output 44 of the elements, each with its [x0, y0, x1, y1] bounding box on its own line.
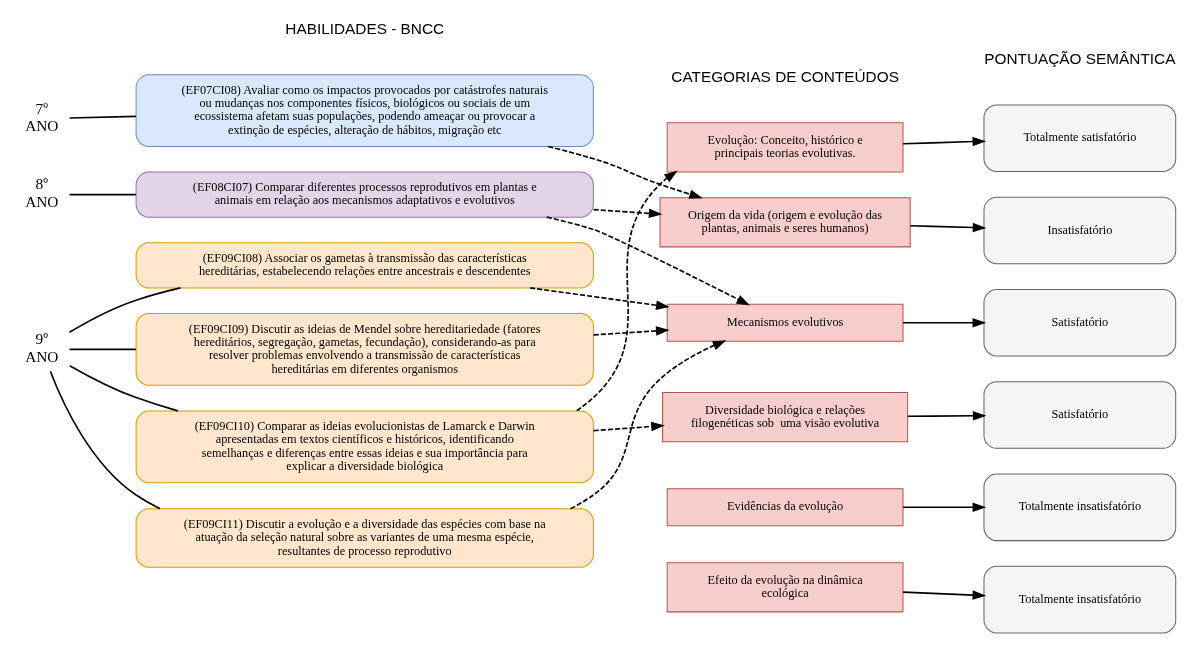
- node-text: 9º ANO: [24, 330, 58, 365]
- arrow: [592, 208, 662, 219]
- node-box: Evidências da evolução: [666, 488, 903, 527]
- arrow: [592, 421, 665, 432]
- node-box: Totalmente satisfatório: [983, 104, 1176, 173]
- node-box: Satisfatório: [983, 288, 1176, 357]
- label: PONTUAÇÃO SEMÂNTICA: [983, 49, 1175, 67]
- node-text: 7º ANO: [24, 99, 58, 135]
- node-box: Totalmente insatisfatório: [983, 565, 1176, 634]
- connector: [68, 348, 137, 351]
- connector: [68, 287, 181, 334]
- node-box: (EF09CI10) Comparar as ideias evolucionistas de Lamarck e Darwin apresentadas em textos científicos e históricos, identificando semelhanças e diferenças entre essas ideias e sua importância para explicar a diversidade biológica: [135, 410, 594, 484]
- arrow: [528, 287, 670, 310]
- node-box: (EF08CI07) Comparar diferentes processos reprodutivos em plantas e animais em relação aos mecanismos adaptativos e evolutivos: [135, 171, 594, 218]
- arrow: [546, 145, 703, 199]
- connector: [68, 193, 137, 196]
- arrow: [901, 502, 986, 513]
- node-box: Evolução: Conceito, histórico e principais teorias evolutivas.: [666, 122, 903, 173]
- node-box: (EF09CI09) Discutir as ideias de Mendel sobre hereditariedade (fatores hereditários, segregação, gametas, fecundação), considerando-as para resolver problemas envolvendo a transmissão de características hereditárias em diferentes organismos: [135, 313, 594, 386]
- node-box: (EF09CI08) Associar os gametas à transmissão das características hereditárias, estabelecendo relações entre ancestrais e descendentes: [135, 242, 594, 289]
- arrow: [906, 411, 986, 421]
- node-box: Insatisfatório: [983, 196, 1176, 265]
- arrow: [575, 170, 678, 412]
- arrow: [901, 590, 986, 600]
- node-box: Totalmente insatisfatório: [983, 473, 1176, 542]
- connector: [68, 364, 179, 412]
- node-box: Mecanismos evolutivos: [666, 303, 903, 342]
- connector: [68, 115, 137, 119]
- node-box: Satisfatório: [983, 381, 1176, 449]
- node-box: Origem da vida (origem e evolução das plantas, animais e seres humanos): [659, 197, 911, 248]
- arrow: [901, 318, 986, 328]
- arrow: [901, 136, 986, 147]
- arrow: [592, 326, 670, 336]
- connector: [49, 370, 161, 510]
- node-box: Efeito da evolução na dinâmica ecológica: [666, 562, 903, 613]
- arrow: [908, 222, 986, 233]
- node-box: (EF09CI11) Discutir a evolução e a diversidade das espécies com base na atuação da seleção natural sobre as variantes de uma mesma espécie, resultantes de processo reprodutivo: [135, 508, 594, 568]
- arrow: [545, 216, 750, 306]
- label: CATEGORIAS DE CONTEÚDOS: [670, 68, 899, 86]
- node-text: 8º ANO: [24, 175, 58, 210]
- arrow: [569, 340, 726, 510]
- label: HABILIDADES - BNCC: [284, 20, 444, 38]
- node-box: (EF07CI08) Avaliar como os impactos provocados por catástrofes naturais ou mudanças nos componentes físicos, biológicos ou sociais de um ecossistema afetam suas populações, podendo ameaçar ou provocar a extinção de espécies, alteração de hábitos, migração etc: [135, 74, 594, 147]
- node-box: Diversidade biológica e relações filogenéticas sob uma visão evolutiva: [661, 391, 908, 443]
